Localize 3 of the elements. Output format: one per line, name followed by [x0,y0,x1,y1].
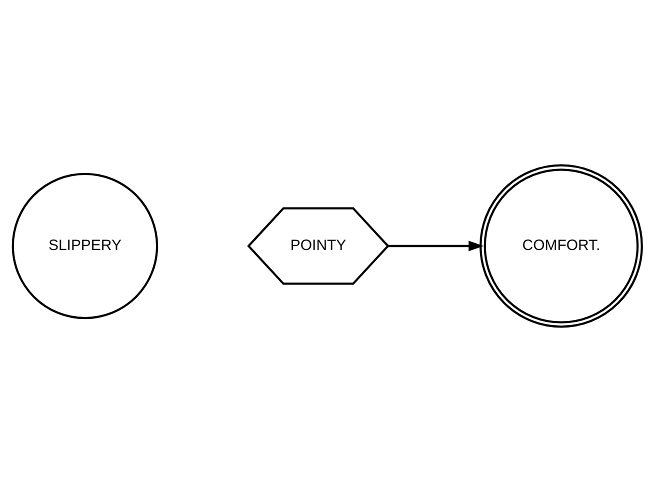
node-circle: SLIPPERY [12,172,158,319]
node-circle: COMFORT. [480,164,643,328]
arrow [388,240,484,251]
